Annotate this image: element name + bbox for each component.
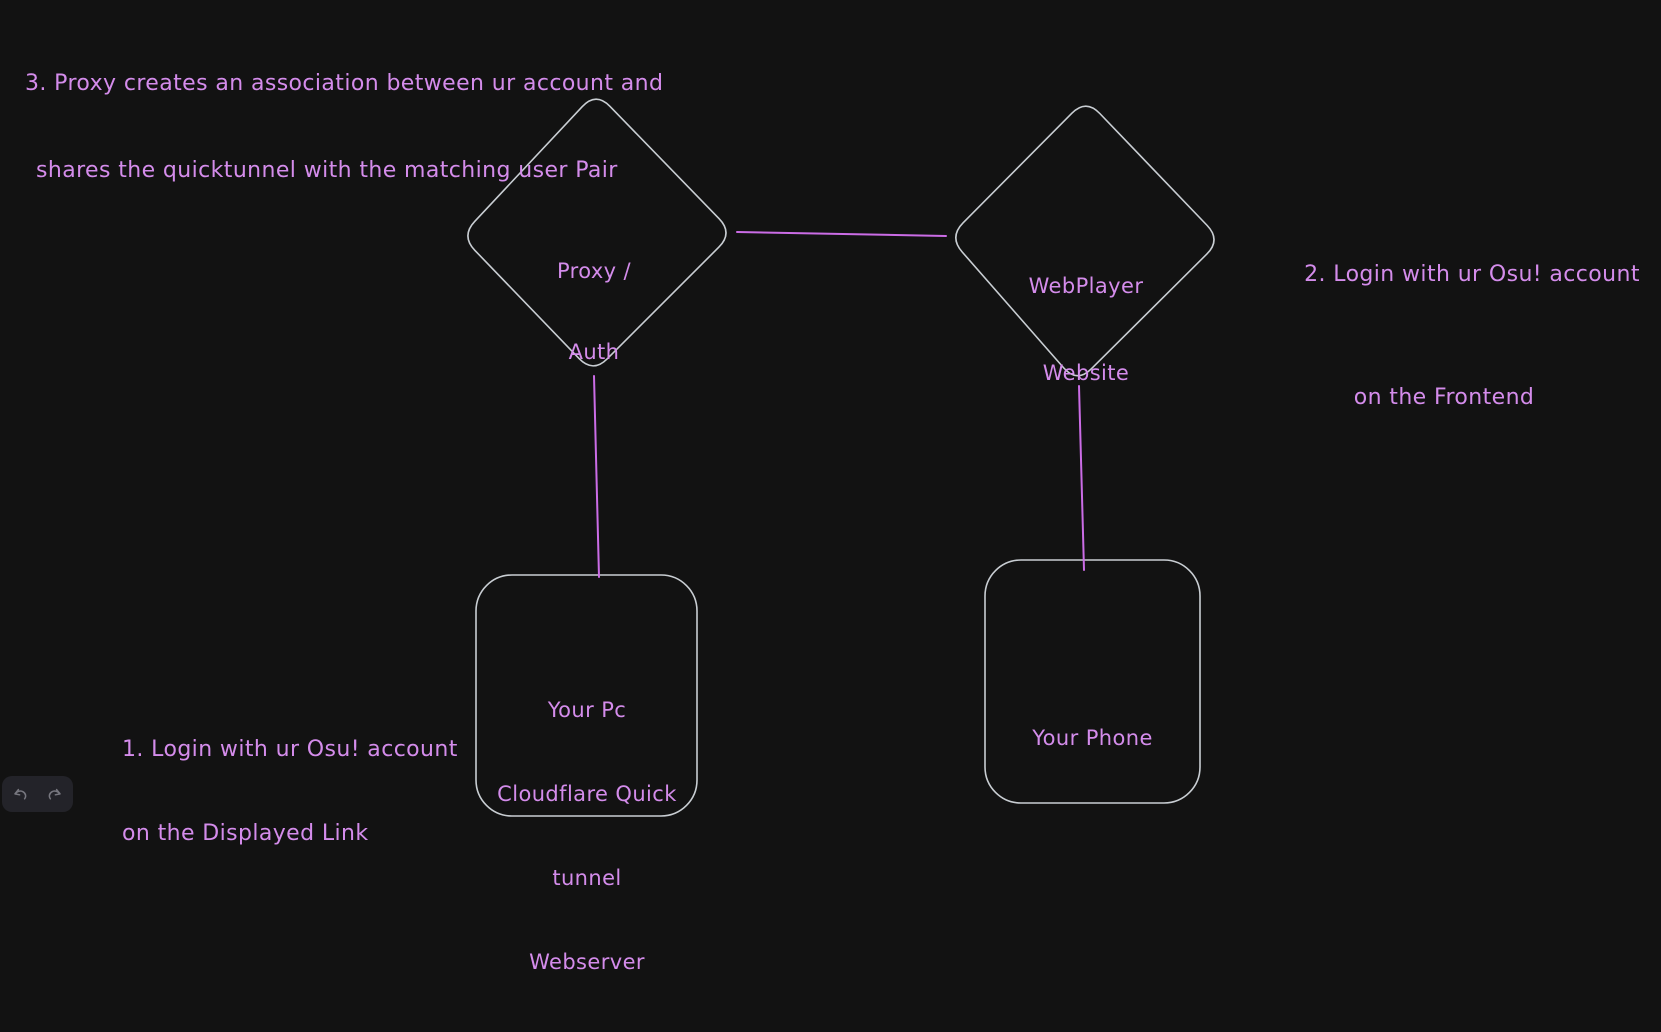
proxy-auth-label: Proxy / Auth (556, 259, 632, 364)
undo-button[interactable] (8, 781, 34, 807)
annotation-step3[interactable]: 3. Proxy creates an association between … (25, 71, 664, 183)
proxy-auth-diamond[interactable] (467, 98, 727, 367)
annotation-step2[interactable]: 2. Login with ur Osu! account on the Fro… (1304, 262, 1640, 410)
undo-redo-panel (2, 776, 73, 812)
connector-webplayer-phone[interactable] (1078, 385, 1085, 571)
diagram-scene (467, 98, 1215, 817)
drawing-canvas[interactable]: Proxy / Auth WebPlayer Website Your Pc C… (0, 0, 1661, 974)
webplayer-diamond[interactable] (955, 105, 1215, 377)
pc-tunnel-rect[interactable] (475, 574, 698, 817)
connector-proxy-webplayer[interactable] (736, 231, 947, 237)
annotation-step1[interactable]: 1. Login with ur Osu! account on the Dis… (122, 737, 458, 846)
phone-label: Your Phone (1032, 726, 1153, 750)
webplayer-label: WebPlayer Website (1028, 274, 1144, 385)
phone-rect[interactable] (984, 559, 1201, 804)
connector-proxy-pc[interactable] (593, 375, 600, 578)
redo-button[interactable] (41, 781, 67, 807)
undo-arrow-icon (14, 788, 27, 800)
redo-arrow-icon (48, 788, 61, 800)
pc-tunnel-label: Your Pc Cloudflare Quick tunnel Webserve… (497, 698, 677, 974)
